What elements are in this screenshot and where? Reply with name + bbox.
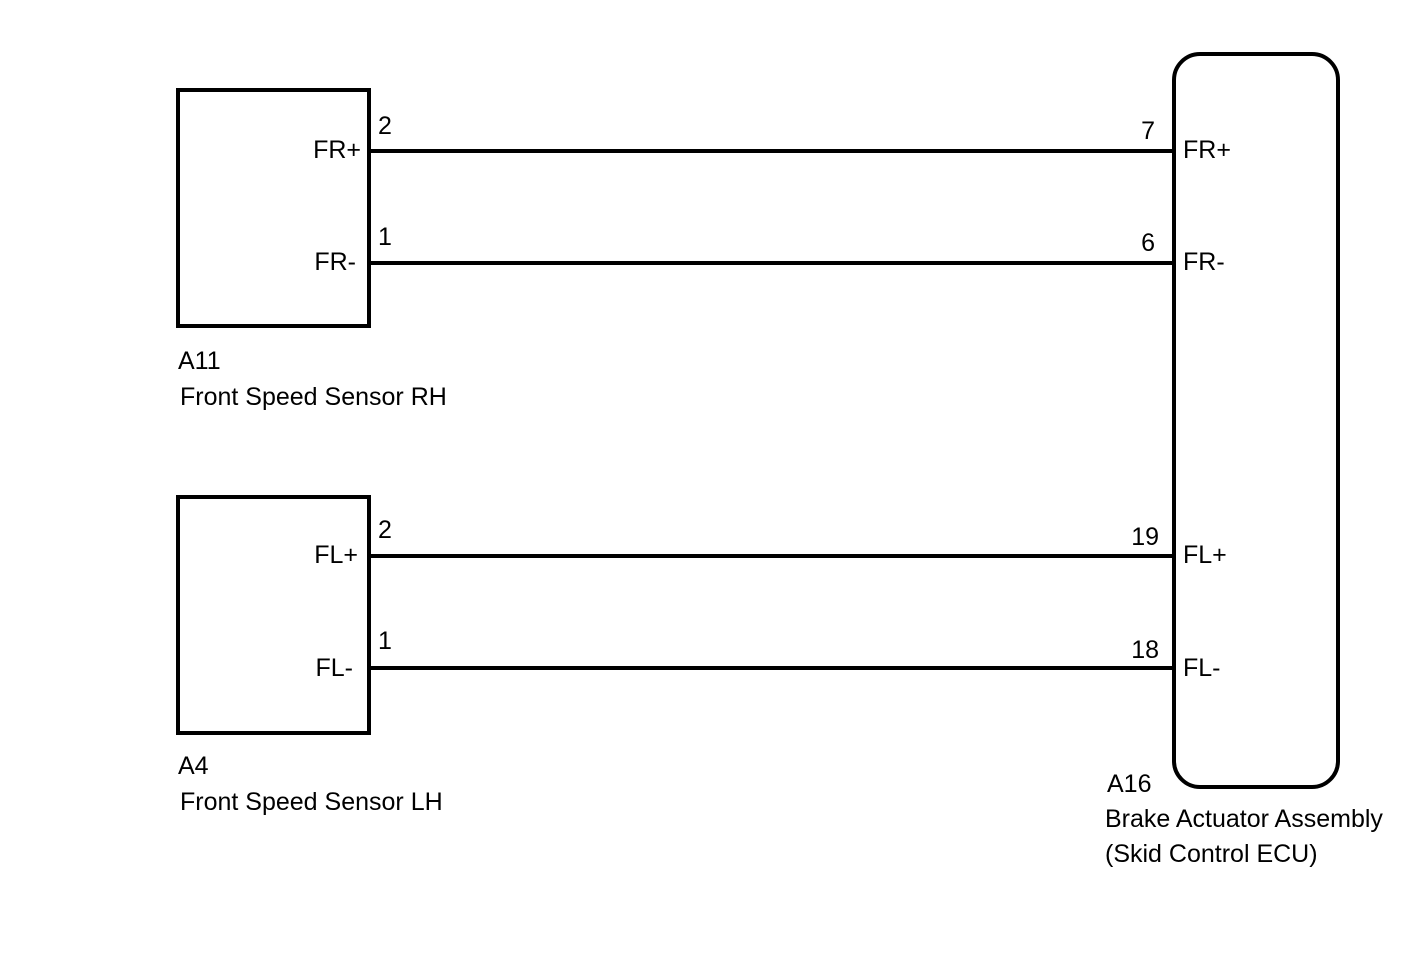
ecu-pin-number-18: 18 [1131,636,1159,664]
lh-sensor-name: Front Speed Sensor LH [180,788,443,816]
lh-sensor-pin-label-fl-minus: FL- [316,654,354,682]
ecu-pin-number-7: 7 [1141,117,1155,145]
lh-sensor-pin-label-fl-plus: FL+ [314,541,358,569]
lh-sensor-connector-id: A4 [178,752,209,780]
lh-sensor-box [176,495,371,735]
ecu-pin-number-6: 6 [1141,229,1155,257]
ecu-name-line1: Brake Actuator Assembly [1105,805,1383,833]
ecu-pin-label-fr-plus: FR+ [1183,136,1231,164]
rh-sensor-box [176,88,371,328]
ecu-pin-number-19: 19 [1131,523,1159,551]
rh-sensor-pin-number-1: 1 [378,223,392,251]
wires [369,149,1174,670]
ecu-pin-label-fl-plus: FL+ [1183,541,1227,569]
rh-sensor-pin-number-2: 2 [378,112,392,140]
rh-sensor: FR+ FR- 2 1 A11 Front Speed Sensor RH [176,88,447,411]
rh-sensor-pin-label-fr-minus: FR- [314,248,356,276]
rh-sensor-connector-id: A11 [178,347,221,375]
rh-sensor-name: Front Speed Sensor RH [180,383,447,411]
rh-sensor-pin-label-fr-plus: FR+ [313,136,361,164]
lh-sensor: FL+ FL- 2 1 A4 Front Speed Sensor LH [176,495,443,816]
lh-sensor-pin-number-1: 1 [378,627,392,655]
ecu: FR+ FR- FL+ FL- 7 6 19 18 A16 Brake Actu… [1105,52,1383,868]
ecu-pin-label-fl-minus: FL- [1183,654,1221,682]
ecu-pin-label-fr-minus: FR- [1183,248,1225,276]
ecu-box [1172,52,1340,789]
lh-sensor-pin-number-2: 2 [378,516,392,544]
ecu-name-line2: (Skid Control ECU) [1105,840,1318,868]
ecu-connector-id: A16 [1107,770,1151,798]
